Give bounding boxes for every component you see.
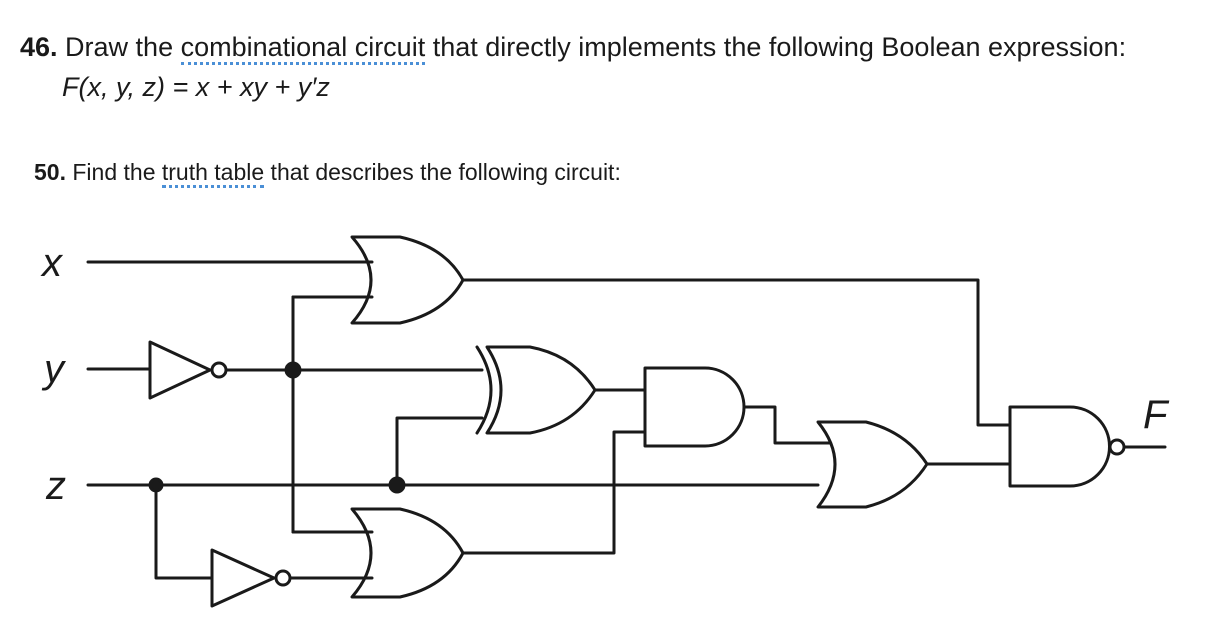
not-gate-y	[148, 340, 212, 400]
and-gate-1	[643, 366, 746, 448]
combinational-circuit-link[interactable]: combinational circuit	[180, 32, 426, 65]
not-gate-z	[210, 548, 276, 608]
input-x-label: x	[40, 241, 64, 285]
wire-or2-out	[461, 430, 647, 555]
or-gate-2	[350, 507, 465, 599]
nand-gate	[1008, 405, 1111, 488]
wire-z-to-xor	[395, 416, 484, 487]
wire-and1-out	[742, 405, 832, 445]
not-gate-y-bubble	[210, 361, 228, 379]
wire-z-to-not	[154, 483, 214, 580]
question-46: 46. Draw the combinational circuit that …	[20, 30, 1127, 65]
nand-gate-bubble	[1108, 438, 1126, 456]
truth-table-link[interactable]: truth table	[161, 159, 265, 188]
question-50-text-after: that describes the following circuit:	[264, 159, 621, 185]
question-50-text-before: Find the	[65, 159, 162, 185]
output-f-label: F	[1143, 393, 1170, 437]
xor-gate-extra-curve	[475, 345, 493, 435]
question-46-text-after: that directly implements the following B…	[425, 32, 1127, 62]
question-46-number: 46.	[20, 32, 58, 62]
input-z-label: z	[45, 464, 66, 508]
input-y-label: y	[41, 347, 67, 391]
not-gate-z-bubble	[274, 569, 292, 587]
or-gate-1	[350, 235, 465, 325]
question-50: 50. Find the truth table that describes …	[34, 157, 621, 188]
xor-gate	[485, 345, 597, 435]
wire-or1-out	[461, 278, 1012, 427]
boolean-expression: F(x, y, z) = x + xy + y′z	[62, 72, 330, 102]
question-50-number: 50.	[34, 159, 66, 185]
or-gate-3	[816, 420, 929, 509]
question-46-text-before: Draw the	[57, 32, 181, 62]
